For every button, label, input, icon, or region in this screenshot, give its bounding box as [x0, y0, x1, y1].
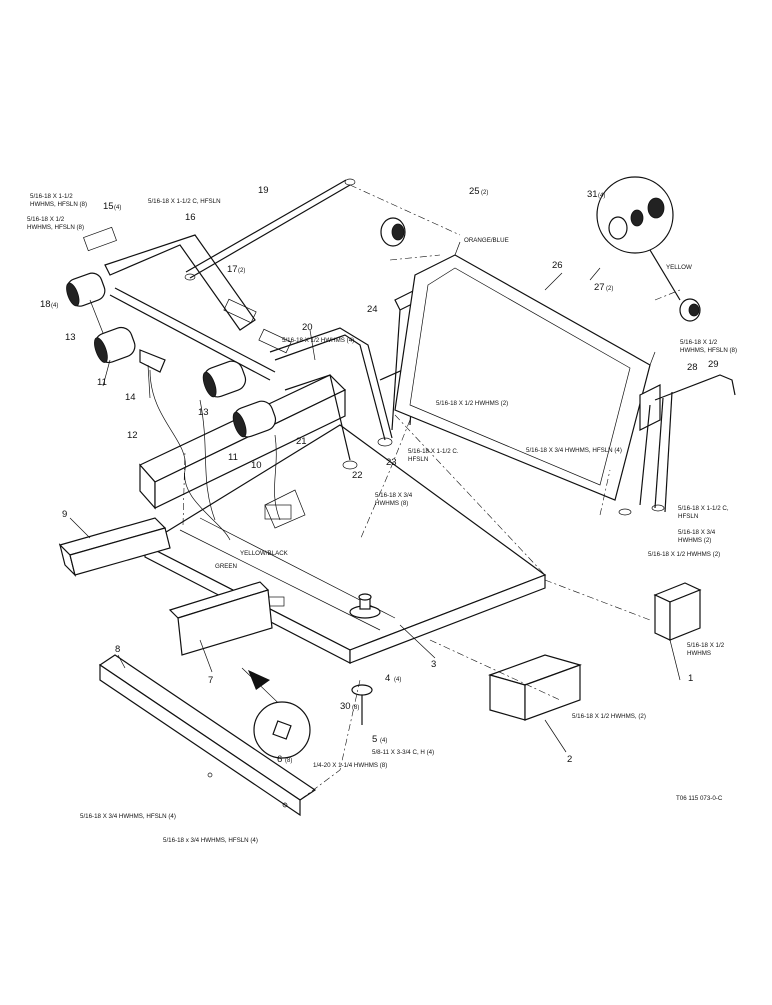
callout-31: 31	[587, 189, 598, 200]
note-17a: 5/16-18 X 1/2	[687, 642, 725, 649]
qty-30: (8)	[352, 705, 359, 711]
qty-25: (2)	[481, 190, 488, 196]
note-1a: 5/16-18 X 1-1/2	[30, 193, 73, 200]
qty-18: (4)	[51, 303, 58, 309]
note-1b: HWHMS, HFSLN (8)	[30, 201, 87, 208]
note-14: 5/16-18 X 1/2 HWHMS (2)	[648, 551, 720, 558]
note-7b: HWHMS, HFSLN (8)	[680, 347, 737, 354]
grab-bar	[269, 327, 393, 470]
qty-5: (4)	[380, 738, 387, 744]
top-bar	[184, 178, 356, 281]
callout-22: 22	[352, 470, 363, 481]
light-bars	[104, 234, 292, 381]
callout-28: 28	[687, 362, 698, 373]
note-8: 5/16-18 X 1/2 HWHMS (2)	[436, 400, 508, 407]
note-5: ORANGE/BLUE	[464, 237, 509, 244]
callout-20: 20	[302, 322, 313, 333]
note-4: 5/16-18 X 1/2 HWHMS (4)	[282, 337, 354, 344]
note-7a: 5/16-18 X 1/2	[680, 339, 718, 346]
callout-2: 2	[567, 754, 572, 765]
note-21: 5/16-18 X 3/4 HWHMS, HFSLN (4)	[80, 813, 176, 820]
callout-19: 19	[258, 185, 269, 196]
corner-bracket	[653, 582, 702, 641]
callout-11b: 11	[228, 452, 238, 463]
callout-leaders	[69, 267, 681, 753]
note-10a: 5/16-18 X 1-1/2 C.	[408, 448, 459, 455]
side-rails	[618, 374, 736, 516]
note-16: GREEN	[215, 563, 237, 570]
back-panel	[394, 241, 656, 501]
qty-17: (2)	[238, 268, 245, 274]
note-12b: HFSLN	[678, 513, 698, 520]
callout-24: 24	[367, 304, 378, 315]
note-2a: 5/16-18 X 1/2	[27, 216, 65, 223]
note-19: 5/8-11 X 3-3/4 C, H (4)	[372, 749, 434, 756]
callout-26: 26	[552, 260, 563, 271]
callout-27: 27	[594, 282, 605, 293]
note-18: 5/16-18 X 1/2 HWHMS, (2)	[572, 713, 646, 720]
callout-6: 6	[277, 754, 282, 765]
callout-12: 12	[127, 430, 138, 441]
callout-14: 14	[125, 392, 136, 403]
note-3: 5/16-18 X 1-1/2 C, HFSLN	[148, 198, 221, 205]
qty-6: (8)	[285, 758, 292, 764]
callout-1: 1	[688, 673, 693, 684]
callout-30: 30	[340, 701, 351, 712]
side-bracket	[488, 654, 582, 721]
qty-27: (2)	[606, 286, 613, 292]
note-17b: HWHMS	[687, 650, 711, 657]
callout-5: 5	[372, 734, 377, 745]
note-9: 5/16-18 X 3/4 HWHMS, HFSLN (4)	[526, 447, 622, 454]
note-11b: HWHMS (8)	[375, 500, 408, 507]
qty-15: (4)	[114, 205, 121, 211]
qty-31: (4)	[598, 193, 605, 199]
callout-16: 16	[185, 212, 196, 223]
callout-13a: 13	[65, 332, 76, 343]
reflectors	[380, 176, 701, 322]
front-shields	[58, 517, 273, 656]
note-11a: 5/16-18 X 3/4	[375, 492, 413, 499]
callout-13b: 13	[198, 407, 209, 418]
callout-4: 4	[385, 673, 390, 684]
bottom-plate	[98, 654, 317, 817]
callout-10: 10	[251, 460, 262, 471]
note-13b: HWHMS (2)	[678, 537, 711, 544]
note-2b: HWHMS, HFSLN (8)	[27, 224, 84, 231]
part-callouts: 1 2 3 4 (4) 5 (4) 6 (8) 7 8 9 10 11 11 1…	[40, 185, 719, 765]
callout-17: 17	[227, 264, 238, 275]
hardware-notes: 5/16-18 X 1-1/2 HWHMS, HFSLN (8) 5/16-18…	[27, 193, 737, 844]
note-20: 1/4-20 X 1-1/4 HWHMS (8)	[313, 762, 387, 769]
callout-25: 25	[469, 186, 480, 197]
bracket-and-wiring	[139, 349, 306, 541]
qty-4: (4)	[394, 677, 401, 683]
note-15: YELLOW/BLACK	[240, 550, 289, 557]
callout-7: 7	[208, 675, 213, 686]
callout-11a: 11	[97, 377, 107, 388]
note-6: YELLOW	[666, 264, 692, 271]
callout-23: 23	[386, 457, 397, 468]
note-12a: 5/16-18 X 1-1/2 C,	[678, 505, 729, 512]
leader-lines	[182, 184, 681, 801]
note-10b: HFSLN	[408, 456, 428, 463]
callout-8: 8	[115, 644, 120, 655]
callout-3: 3	[431, 659, 436, 670]
callout-9: 9	[62, 509, 67, 520]
detail-circle	[241, 667, 311, 759]
foot-hardware	[349, 593, 381, 725]
callout-21: 21	[296, 436, 307, 447]
note-13a: 5/16-18 X 3/4	[678, 529, 716, 536]
lamp-assemblies	[66, 226, 277, 438]
drawing-number: T06 115 073-0-C	[676, 795, 723, 802]
callout-29: 29	[708, 359, 719, 370]
callout-15: 15	[103, 201, 114, 212]
note-22: 5/16-18 x 3/4 HWHMS, HFSLN (4)	[163, 837, 258, 844]
callout-18: 18	[40, 299, 51, 310]
